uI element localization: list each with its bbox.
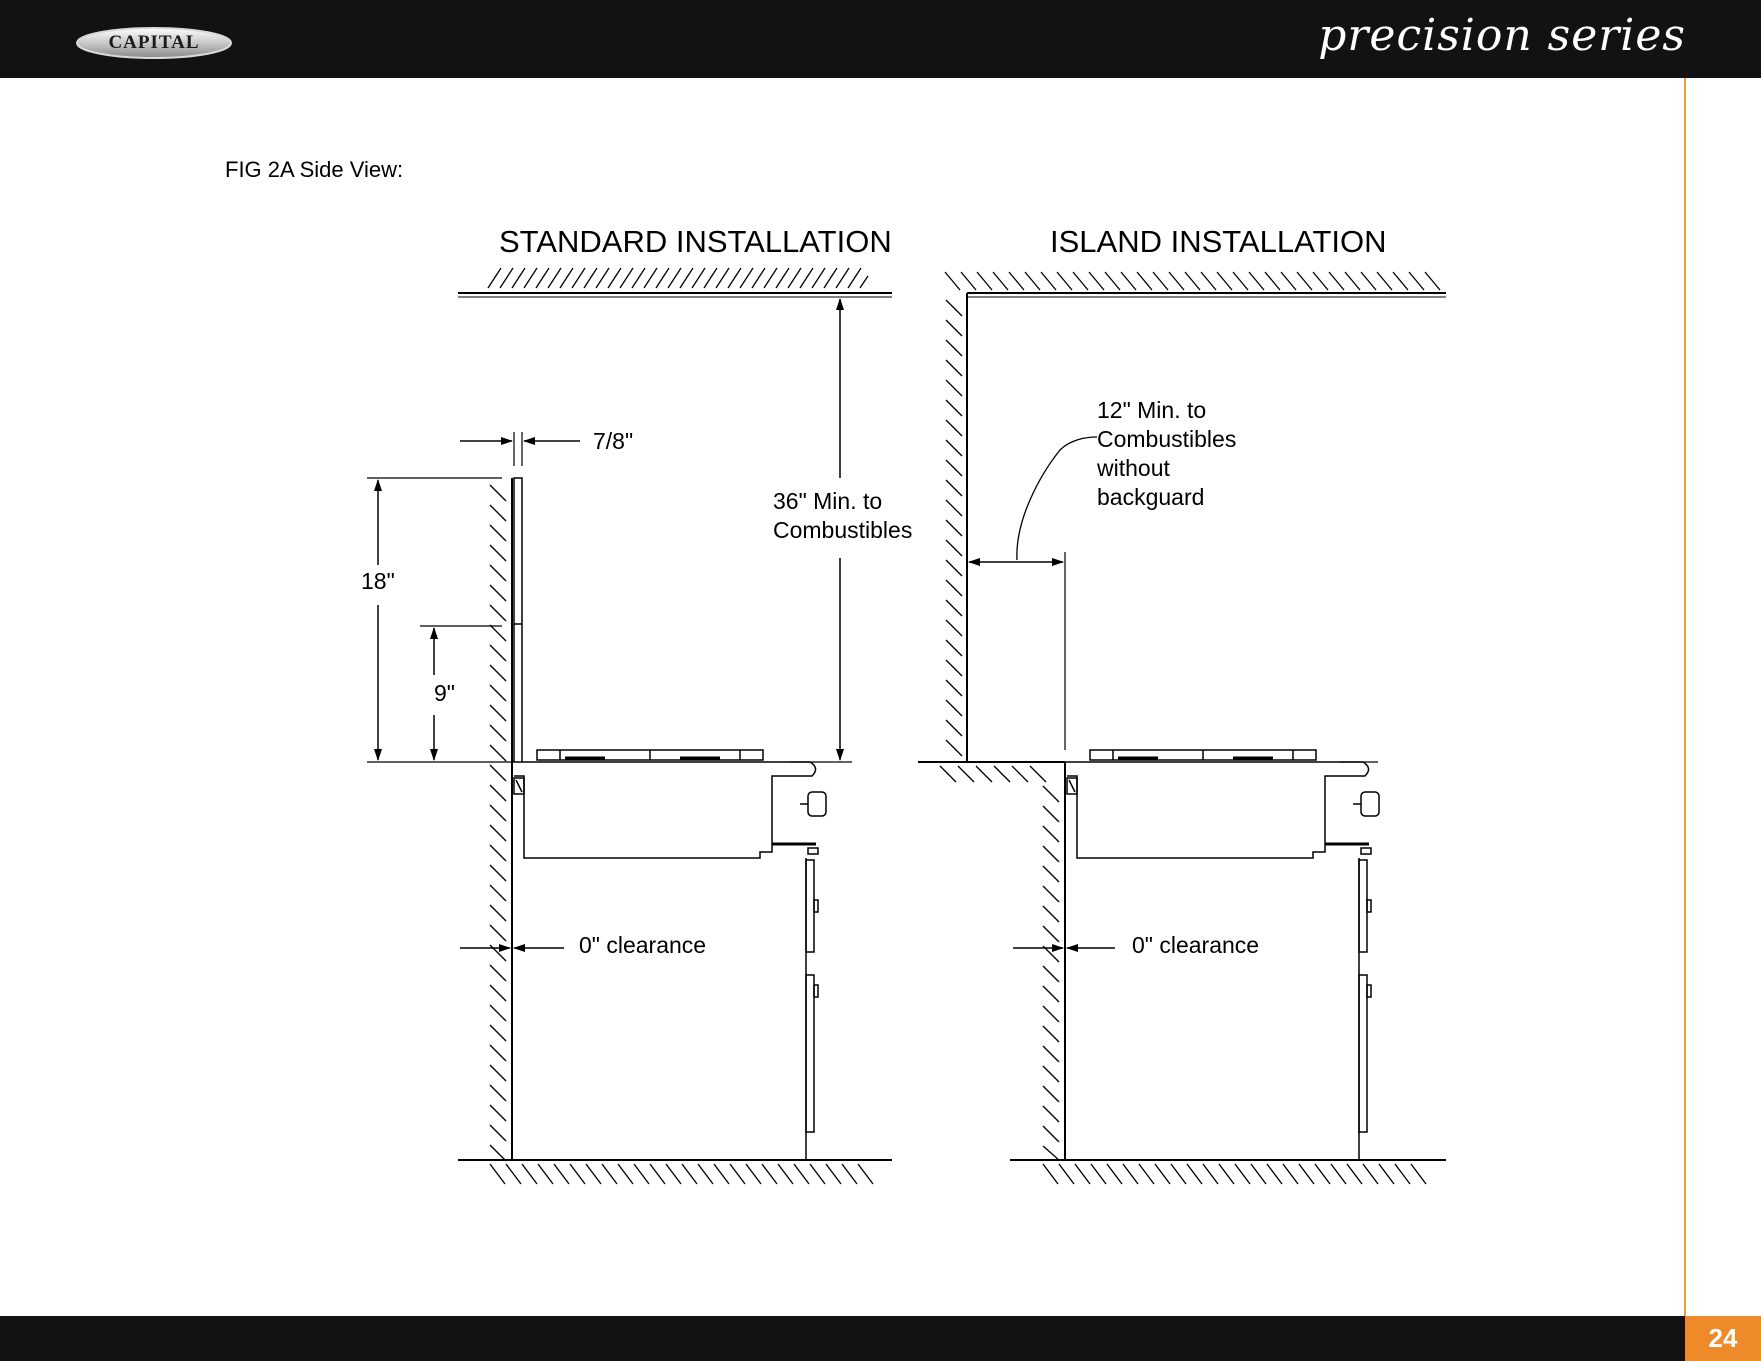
dim-36-label: 36" Min. to Combustibles xyxy=(773,487,912,545)
standard-ceiling xyxy=(458,268,892,297)
dim-9-label: 9" xyxy=(434,680,455,707)
dim-18-label: 18" xyxy=(361,568,395,595)
island-upper-wall xyxy=(946,293,967,762)
island-clearance-note: 12" Min. to Combustibles without backgua… xyxy=(1097,396,1236,512)
dim-9 xyxy=(420,626,502,760)
standard-installation-title: STANDARD INSTALLATION xyxy=(499,224,892,260)
island-installation-title: ISLAND INSTALLATION xyxy=(1050,224,1387,260)
dim-7-8-label: 7/8" xyxy=(593,428,633,455)
standard-wall xyxy=(490,478,512,1161)
standard-clearance-label: 0" clearance xyxy=(579,932,706,959)
island-clearance-label: 0" clearance xyxy=(1132,932,1259,959)
page-number: 24 xyxy=(1685,1316,1761,1361)
standard-floor xyxy=(458,1160,892,1184)
dim-7-8 xyxy=(460,432,580,466)
footer-bar xyxy=(0,1316,1761,1361)
island-floor xyxy=(1010,1160,1446,1184)
island-countertop xyxy=(918,762,1378,1160)
standard-backguard xyxy=(514,478,522,762)
dim-12 xyxy=(969,437,1097,750)
island-ceiling xyxy=(945,272,1446,297)
